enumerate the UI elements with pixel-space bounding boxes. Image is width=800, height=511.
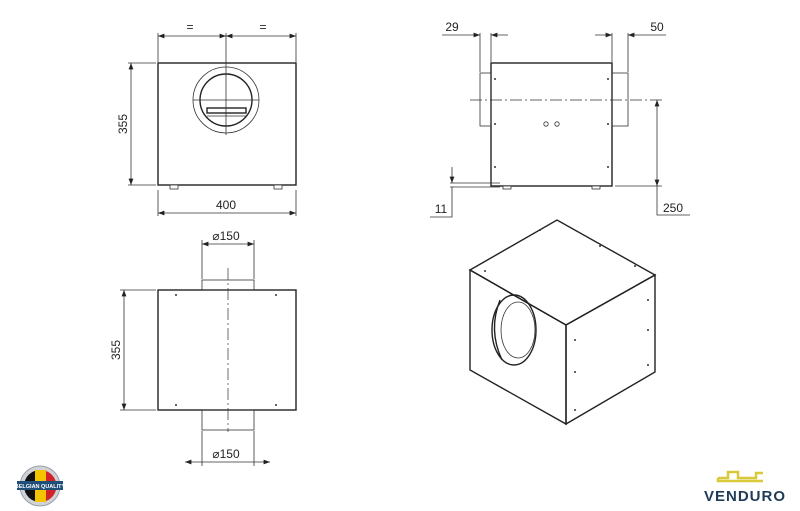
side-view: 29 50 250 11 <box>430 20 690 218</box>
top-view: ⌀150 ⌀150 355 <box>109 229 297 466</box>
dim-height: 355 <box>116 114 130 134</box>
dim-depth: 355 <box>109 340 123 360</box>
dim-left-spigot: 29 <box>445 20 459 34</box>
svg-text:VENDURO: VENDURO <box>704 488 786 505</box>
venduro-logo: VENDURO <box>704 470 786 505</box>
dim-diameter-top: ⌀150 <box>212 229 240 243</box>
dim-right-spigot: 50 <box>650 20 664 34</box>
dim-width: 400 <box>216 198 236 212</box>
isometric-view <box>468 219 657 426</box>
dim-equal-right: = <box>259 20 266 34</box>
svg-text:BELGIAN QUALITY: BELGIAN QUALITY <box>15 484 66 490</box>
front-view: = = 355 400 <box>116 20 297 216</box>
dim-foot-height: 11 <box>435 202 448 216</box>
dim-equal-left: = <box>186 20 193 34</box>
dim-axis-height: 250 <box>663 201 683 215</box>
dim-diameter-bottom: ⌀150 <box>212 447 240 461</box>
belgian-quality-logo: BELGIAN QUALITY <box>15 465 66 507</box>
